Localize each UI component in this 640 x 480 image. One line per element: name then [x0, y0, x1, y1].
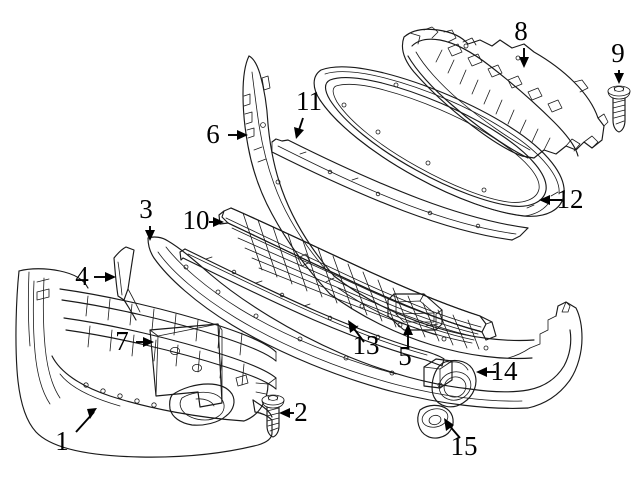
callout-number-12: 12 [557, 184, 584, 214]
callout-leader-9 [614, 70, 624, 84]
callout-leader-12 [539, 195, 562, 205]
callout-number-14: 14 [491, 356, 519, 386]
part-lower-grille-mesh [218, 207, 497, 350]
callout-leader-10 [209, 217, 224, 227]
callout-number-10: 10 [183, 205, 210, 235]
callout-number-4: 4 [75, 261, 89, 291]
callout-leader-6 [228, 130, 248, 140]
callout-number-6: 6 [206, 119, 220, 149]
callout-number-7: 7 [115, 326, 129, 356]
part-parking-sensor [423, 358, 477, 408]
callout-number-5: 5 [398, 341, 412, 371]
callout-number-15: 15 [451, 431, 478, 461]
callout-leader-13 [348, 320, 365, 343]
callout-leader-5 [403, 324, 413, 348]
part-front-bumper-cover [15, 268, 277, 458]
callout-number-2: 2 [294, 397, 308, 427]
callout-leader-8 [519, 48, 529, 68]
callout-number-13: 13 [353, 330, 380, 360]
part-side-bracket [113, 246, 141, 321]
part-impact-bar-bracket [242, 55, 535, 360]
callout-number-8: 8 [514, 16, 528, 46]
part-grille-reinforcement [401, 26, 609, 159]
callout-leader-15 [444, 418, 461, 439]
callout-number-3: 3 [139, 194, 153, 224]
part-sensor-retainer-ring [417, 404, 454, 439]
callout-number-11: 11 [296, 86, 322, 116]
callout-number-9: 9 [611, 38, 625, 68]
part-lower-trim-strip [179, 248, 445, 367]
callout-leader-2 [279, 408, 294, 418]
callout-leader-11 [294, 117, 304, 139]
callout-number-1: 1 [55, 426, 69, 456]
callout-leader-4 [94, 272, 116, 282]
callout-leader-14 [476, 367, 496, 377]
part-tow-hook-cover [387, 293, 443, 331]
part-grille-screw [607, 85, 631, 133]
part-license-plate-bracket [149, 323, 223, 408]
part-upper-valance-molding [147, 236, 583, 409]
callout-leader-3 [145, 226, 155, 241]
callout-leader-1 [75, 408, 97, 433]
callout-leader-7 [136, 337, 154, 347]
part-bumper-screw [261, 394, 285, 438]
part-grille-surround-molding [313, 66, 565, 217]
part-upper-trim-strip [271, 138, 529, 241]
